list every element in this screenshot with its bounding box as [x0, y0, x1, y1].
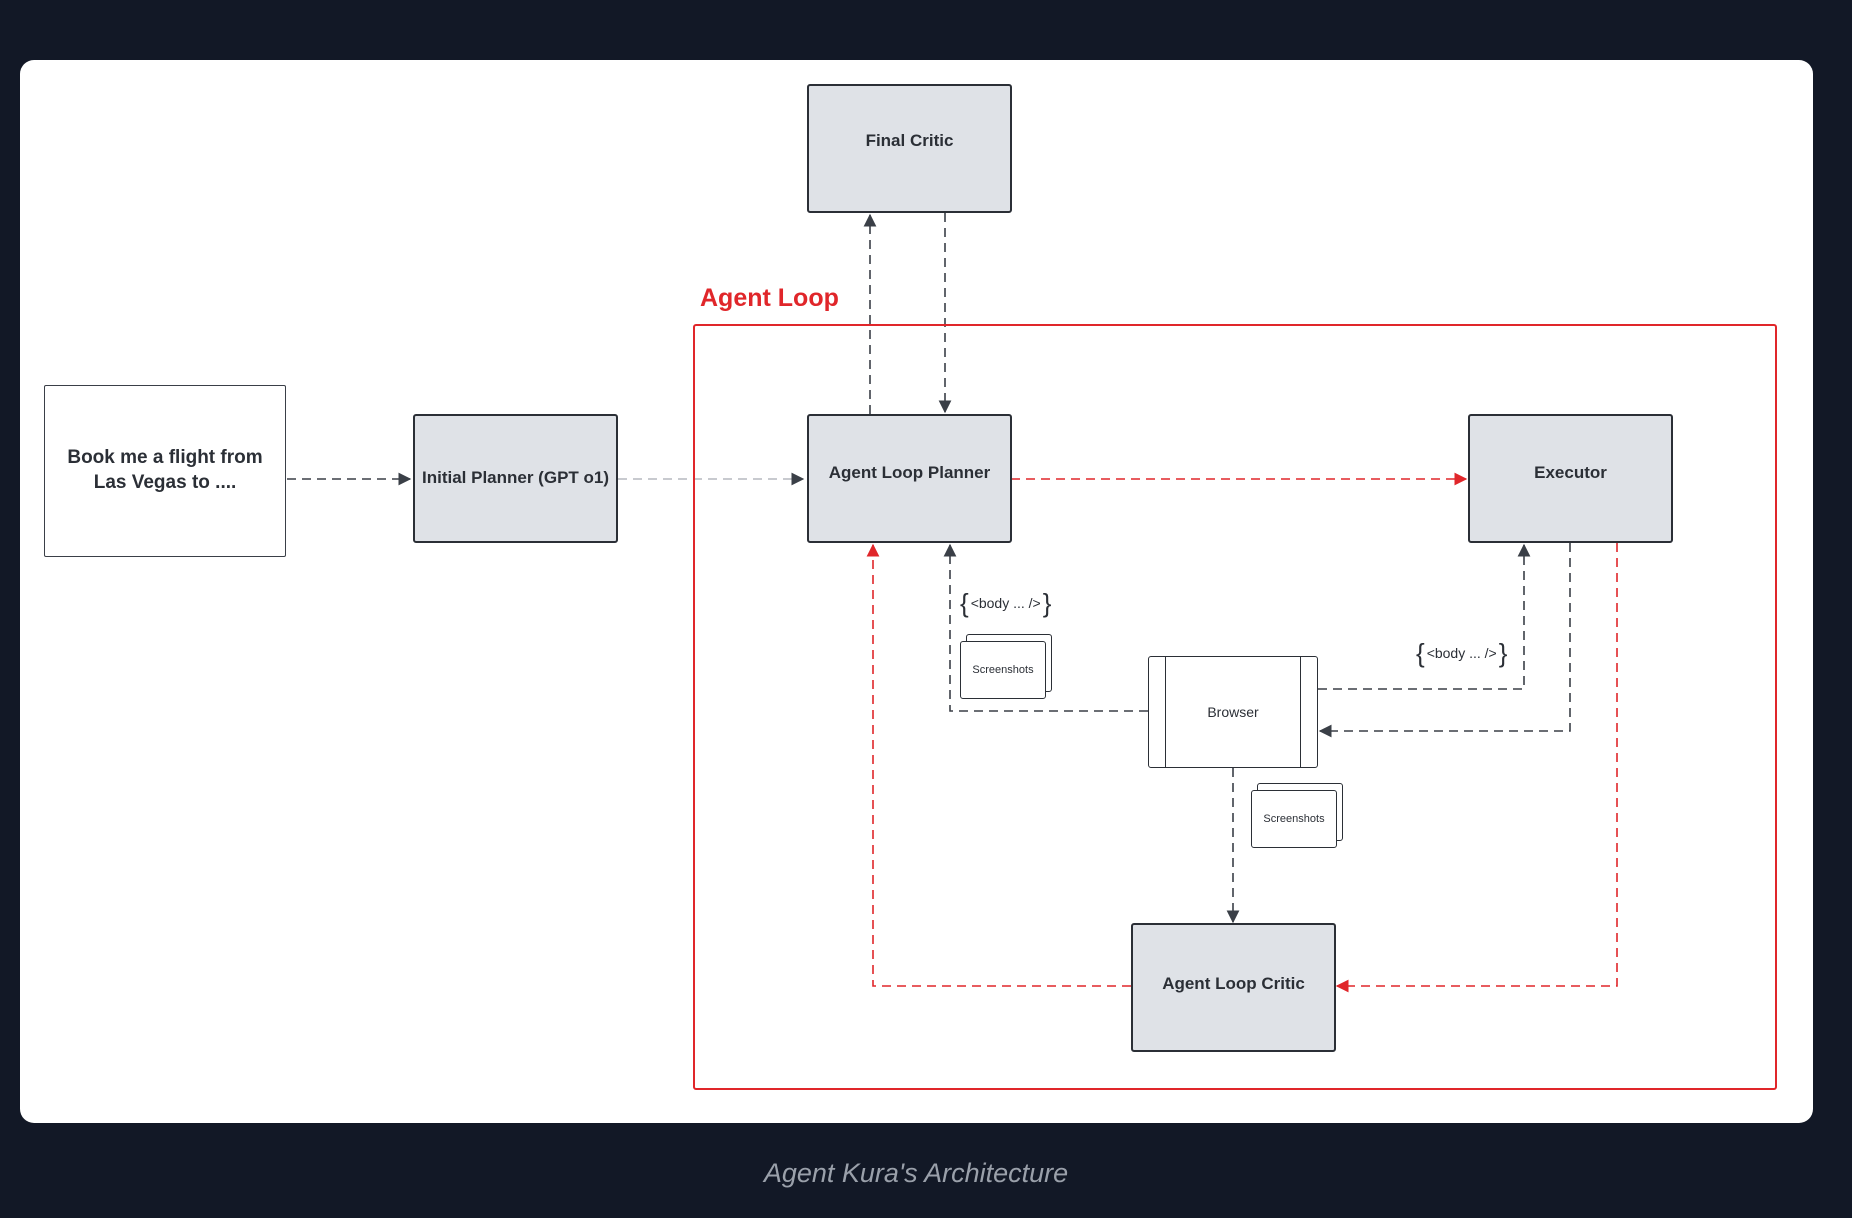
edge-browser-to-planner [943, 543, 1148, 712]
body-tag-executor-text: <body ... /> [1426, 645, 1497, 661]
final-critic-node: Final Critic [807, 84, 1012, 213]
agent-loop-title: Agent Loop [700, 284, 839, 312]
initial-planner-label: Initial Planner (GPT o1) [421, 468, 610, 488]
agent-loop-frame [693, 324, 1777, 1090]
body-tag-executor: { <body ... /> } [1416, 638, 1508, 668]
user-prompt-text: Book me a flight from Las Vegas to .... [67, 447, 263, 493]
executor-node: Executor [1468, 414, 1673, 543]
final-critic-label: Final Critic [865, 131, 954, 151]
initial-planner-node: Initial Planner (GPT o1) [413, 414, 618, 543]
screenshots-label-critic: Screenshots [1263, 813, 1325, 825]
agent-loop-critic-node: Agent Loop Critic [1131, 923, 1336, 1052]
body-tag-planner-text: <body ... /> [970, 595, 1041, 611]
connector-layer [287, 213, 1618, 993]
edge-executor-to-browser [1318, 543, 1571, 738]
body-tag-planner: { <body ... /> } [960, 588, 1052, 618]
edge-executor-to-critic [1335, 543, 1618, 993]
diagram-canvas: Agent Loop Book me a flight from Las Veg… [20, 60, 1813, 1123]
user-prompt-node: Book me a flight from Las Vegas to .... [44, 385, 286, 557]
browser-label: Browser [1207, 704, 1259, 720]
agent-loop-planner-node: Agent Loop Planner [807, 414, 1012, 543]
edge-browser-to-executor [1318, 543, 1531, 690]
executor-label: Executor [1534, 463, 1607, 483]
screenshots-stack-critic: Screenshots [1251, 783, 1343, 849]
screenshots-label-planner: Screenshots [972, 664, 1034, 676]
browser-node: Browser [1148, 656, 1318, 768]
screenshots-stack-planner: Screenshots [960, 634, 1052, 700]
edge-critic-to-planner [866, 543, 1131, 987]
agent-loop-critic-label: Agent Loop Critic [1162, 974, 1305, 994]
figure-caption: Agent Kura's Architecture [763, 1158, 1069, 1188]
agent-loop-planner-label: Agent Loop Planner [828, 463, 991, 483]
